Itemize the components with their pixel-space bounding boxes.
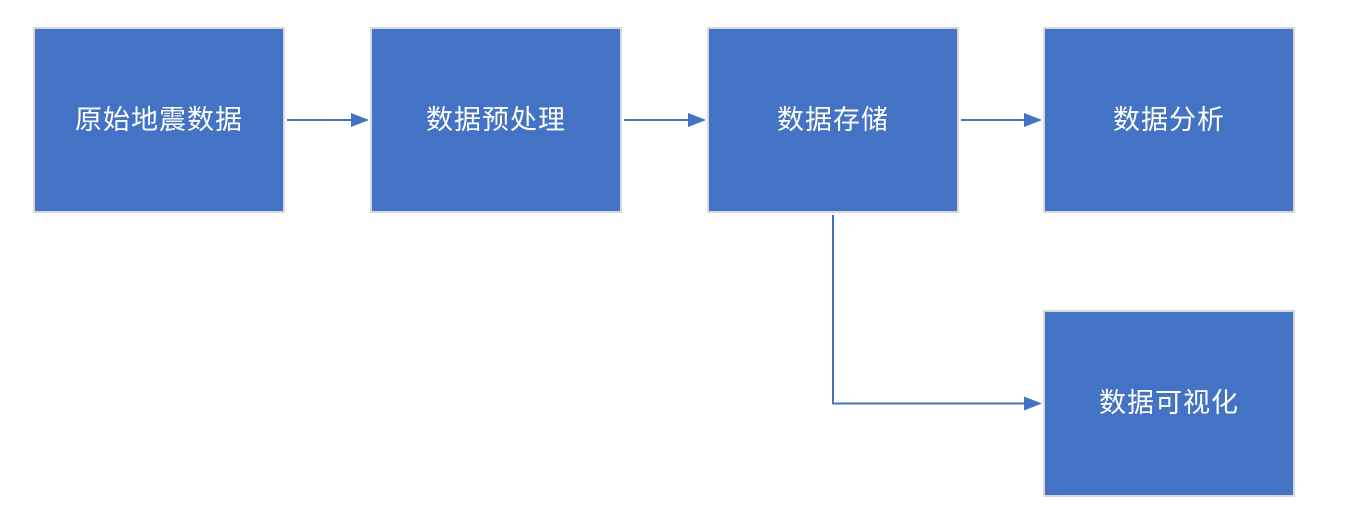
flowchart-node-data-storage: 数据存储 — [707, 27, 959, 213]
connector-data-storage-to-data-visualization — [832, 215, 1042, 411]
flowchart-node-data-visualization: 数据可视化 — [1043, 310, 1295, 497]
node-label: 数据存储 — [777, 104, 889, 135]
node-label: 原始地震数据 — [75, 104, 243, 135]
flowchart-node-raw-seismic-data: 原始地震数据 — [33, 27, 285, 213]
flowchart-node-data-analysis: 数据分析 — [1043, 27, 1295, 213]
node-label: 数据预处理 — [426, 104, 566, 135]
flowchart-node-data-preprocessing: 数据预处理 — [370, 27, 622, 213]
node-label: 数据分析 — [1113, 104, 1225, 135]
node-label: 数据可视化 — [1099, 388, 1239, 418]
